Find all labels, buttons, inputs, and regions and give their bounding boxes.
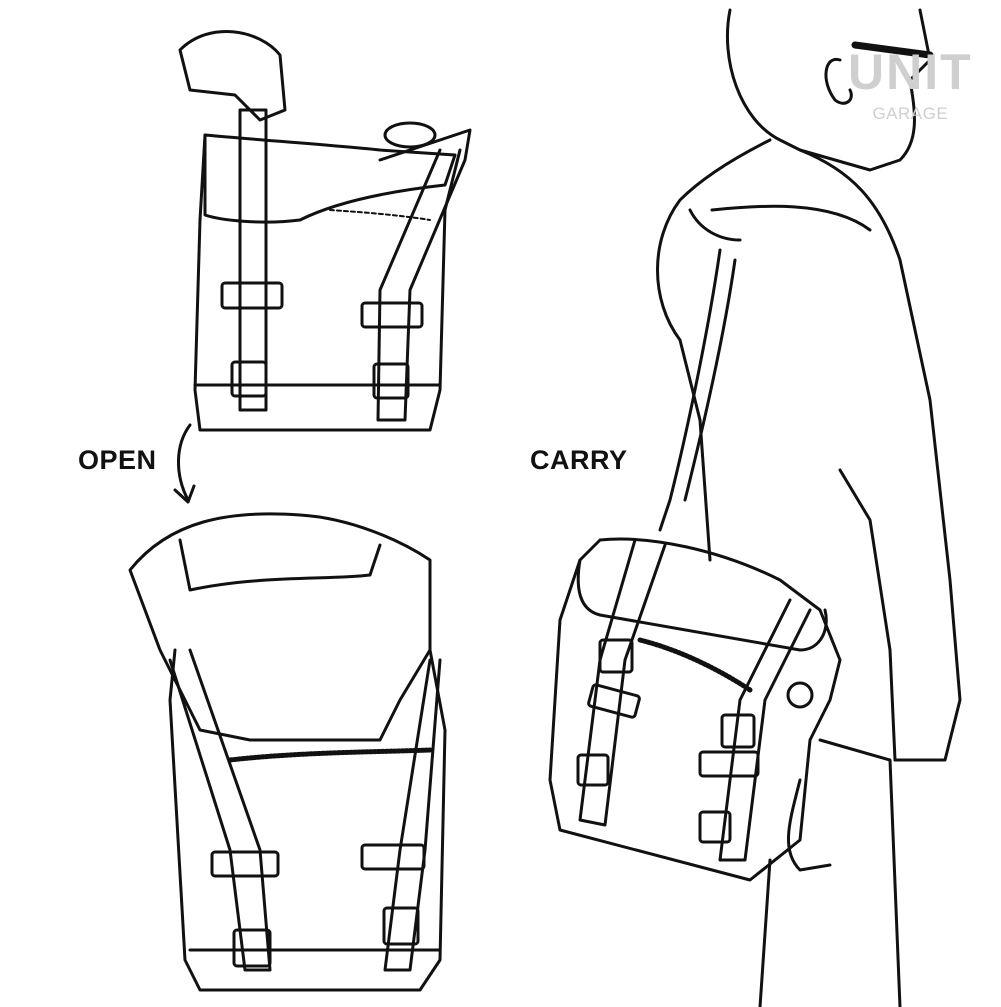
arrow-icon bbox=[177, 423, 192, 502]
bag-open bbox=[128, 512, 447, 992]
person bbox=[656, 8, 962, 1007]
logo-sub: GARAGE bbox=[872, 104, 949, 123]
open-label: OPEN bbox=[78, 445, 157, 475]
shoulder-strap bbox=[658, 248, 737, 532]
logo-name: UNIT bbox=[848, 44, 973, 100]
bag-carried bbox=[548, 537, 842, 882]
unit-garage-logo: UNIT GARAGE bbox=[848, 44, 973, 124]
strap-over-shoulder bbox=[710, 204, 872, 232]
arrow-head-icon bbox=[173, 484, 196, 504]
bag-held-by-hand bbox=[178, 30, 472, 432]
carry-label: CARRY bbox=[530, 445, 628, 475]
